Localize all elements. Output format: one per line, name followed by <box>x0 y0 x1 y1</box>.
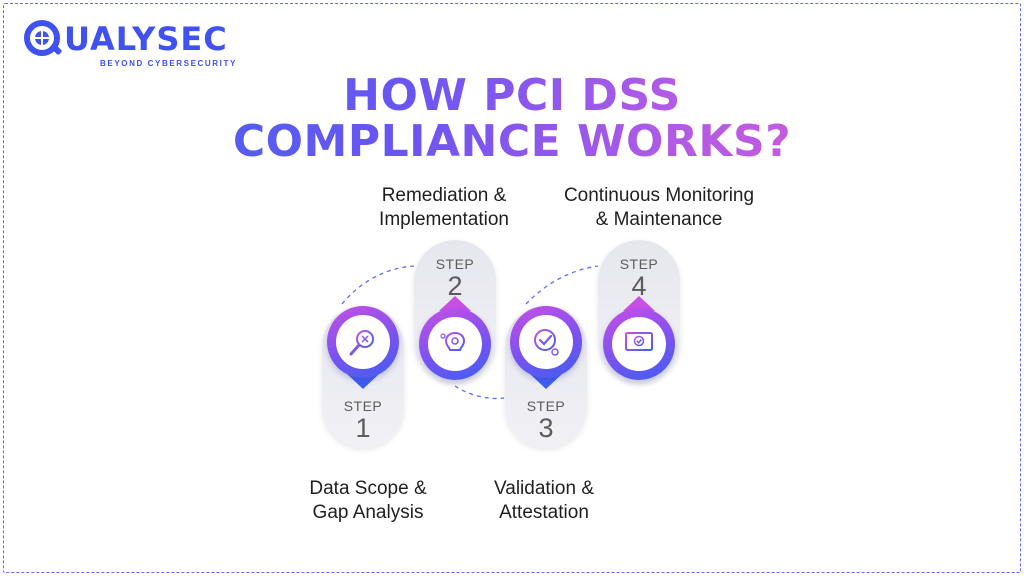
step-4-icon-circle <box>603 308 675 380</box>
logo-wordmark: UALYSEC <box>64 20 228 58</box>
logo-q-mark <box>24 20 62 56</box>
step-2-text: STEP 2 <box>414 256 496 300</box>
step-1-number: 1 <box>355 413 371 443</box>
step-4-number: 4 <box>631 271 647 301</box>
logo-tagline: BEYOND CYBERSECURITY <box>100 59 237 68</box>
step-1-pointer <box>347 374 379 389</box>
qualysec-logo: UALYSEC BEYOND CYBERSECURITY <box>22 18 262 72</box>
step-3-number: 3 <box>538 413 554 443</box>
step-4-pointer <box>623 296 655 311</box>
connector-1-2 <box>341 265 415 305</box>
step-3-label-line-2: Attestation <box>499 502 589 523</box>
step-1-text: STEP 1 <box>322 398 404 442</box>
dashed-border <box>3 3 1021 573</box>
connector-3-4 <box>525 265 599 305</box>
step-1-label-line-2: Gap Analysis <box>312 502 424 523</box>
step-1-label-line-1: Data Scope & <box>309 478 427 499</box>
step-4-label-line-1: Continuous Monitoring <box>563 185 755 206</box>
step-1-word: STEP <box>343 398 383 414</box>
step-2-icon-circle <box>419 308 491 380</box>
step-2-word: STEP <box>435 256 475 272</box>
step-3-icon-circle <box>510 306 582 378</box>
step-1-icon-circle <box>327 306 399 378</box>
step-4-word: STEP <box>619 256 659 272</box>
step-4-text: STEP 4 <box>598 256 680 300</box>
step-3-pointer <box>530 374 562 389</box>
step-2-number: 2 <box>447 271 463 301</box>
step-4-label: Continuous Monitoring & Maintenance <box>540 184 778 232</box>
magnifier-search-icon <box>349 330 374 356</box>
page-title-line-1: HOW PCI DSS <box>0 72 1024 120</box>
step-2-label-line-1: Remediation & <box>381 185 507 206</box>
step-2-label-line-2: Implementation <box>379 209 509 230</box>
step-2-pointer <box>439 296 471 311</box>
connector-2-3 <box>454 385 505 400</box>
lightbulb-gear-icon <box>440 331 466 355</box>
step-3-word: STEP <box>526 398 566 414</box>
step-3-text: STEP 3 <box>505 398 587 442</box>
monitor-check-icon <box>625 332 653 356</box>
page-title-line-2: COMPLIANCE WORKS? <box>0 118 1024 166</box>
step-2-label: Remediation & Implementation <box>356 184 532 232</box>
badge-check-icon <box>534 329 559 356</box>
step-3-label: Validation & Attestation <box>470 477 618 525</box>
step-3-label-line-1: Validation & <box>494 478 594 499</box>
step-4-label-line-2: & Maintenance <box>595 209 723 230</box>
step-1-label: Data Scope & Gap Analysis <box>292 477 444 525</box>
